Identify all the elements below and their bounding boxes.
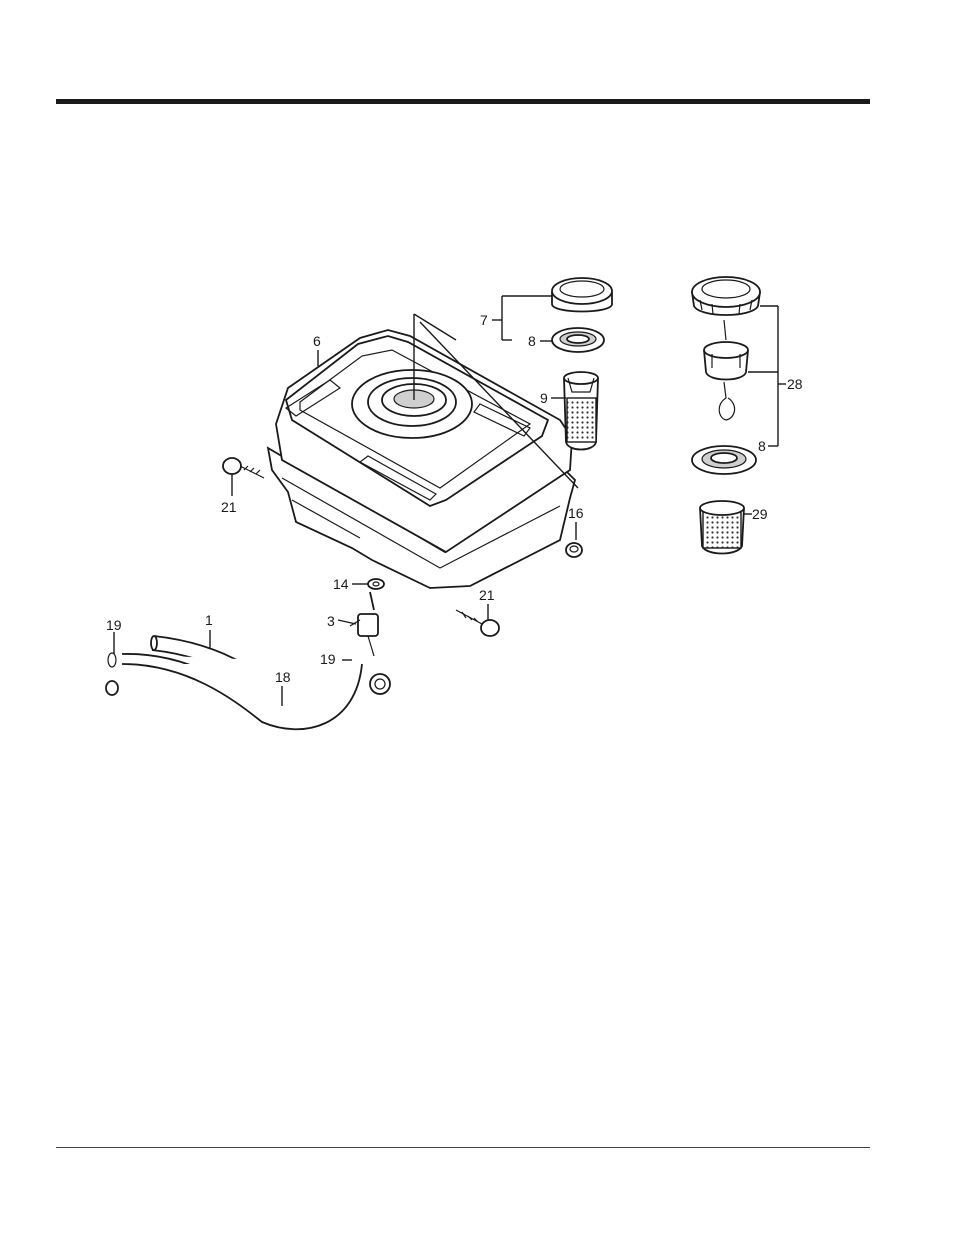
callout-8-right: 8	[758, 438, 766, 454]
fuel-tank	[268, 330, 575, 588]
cap-assembly-gasket	[692, 446, 756, 474]
strainer-29	[700, 501, 744, 554]
clip-19-right	[370, 674, 390, 694]
callout-19-right: 19	[320, 651, 336, 667]
callout-14: 14	[333, 576, 349, 592]
callout-7: 7	[480, 312, 488, 328]
leader-tank-neck-2	[414, 314, 456, 340]
bolt-21-right	[456, 610, 499, 636]
callout-16: 16	[568, 505, 584, 521]
fuel-cap	[552, 278, 612, 312]
callout-8-left: 8	[528, 333, 536, 349]
clip-19-left	[106, 653, 118, 695]
cap-gasket	[552, 328, 604, 352]
cap-assembly	[692, 277, 760, 420]
callout-18: 18	[275, 669, 291, 685]
washer-14	[368, 579, 384, 589]
fuel-strainer	[564, 372, 598, 450]
callout-6: 6	[313, 333, 321, 349]
callout-29: 29	[752, 506, 768, 522]
callout-19-left: 19	[106, 617, 122, 633]
bolt-21-left	[223, 458, 264, 478]
callout-1: 1	[205, 612, 213, 628]
callout-21-left: 21	[221, 499, 237, 515]
callout-28: 28	[787, 376, 803, 392]
nut-16	[566, 543, 582, 557]
callout-9: 9	[540, 390, 548, 406]
callout-21-right: 21	[479, 587, 495, 603]
callout-3: 3	[327, 613, 335, 629]
